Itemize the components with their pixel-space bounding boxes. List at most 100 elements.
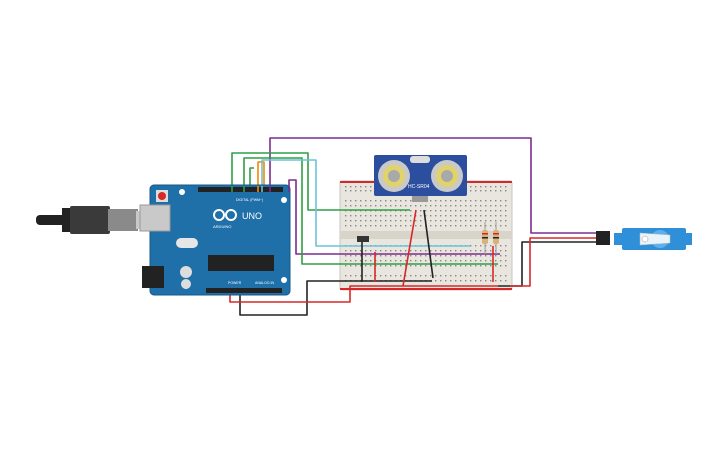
breadboard-hole[interactable]: [400, 255, 402, 257]
breadboard-hole[interactable]: [415, 265, 417, 267]
servo-horn-icon[interactable]: [639, 232, 671, 246]
breadboard-hole[interactable]: [435, 200, 437, 202]
breadboard-hole[interactable]: [505, 210, 507, 212]
breadboard-hole[interactable]: [355, 186, 357, 188]
breadboard-hole[interactable]: [495, 220, 497, 222]
breadboard-hole[interactable]: [500, 250, 502, 252]
breadboard-hole[interactable]: [375, 200, 377, 202]
breadboard-hole[interactable]: [485, 186, 487, 188]
reset-button[interactable]: [158, 192, 166, 200]
breadboard-hole[interactable]: [345, 265, 347, 267]
breadboard-hole[interactable]: [350, 275, 352, 277]
breadboard-hole[interactable]: [410, 250, 412, 252]
breadboard-hole[interactable]: [410, 265, 412, 267]
breadboard-hole[interactable]: [370, 255, 372, 257]
breadboard-hole[interactable]: [440, 280, 442, 282]
breadboard-hole[interactable]: [460, 275, 462, 277]
breadboard-hole[interactable]: [440, 215, 442, 217]
breadboard-hole[interactable]: [430, 250, 432, 252]
breadboard-hole[interactable]: [365, 190, 367, 192]
breadboard-hole[interactable]: [465, 220, 467, 222]
breadboard-hole[interactable]: [470, 275, 472, 277]
breadboard-hole[interactable]: [480, 215, 482, 217]
breadboard-hole[interactable]: [365, 225, 367, 227]
breadboard-hole[interactable]: [460, 205, 462, 207]
breadboard-hole[interactable]: [435, 250, 437, 252]
breadboard-hole[interactable]: [460, 220, 462, 222]
breadboard-hole[interactable]: [355, 190, 357, 192]
breadboard-hole[interactable]: [360, 220, 362, 222]
breadboard-hole[interactable]: [365, 220, 367, 222]
breadboard-hole[interactable]: [370, 205, 372, 207]
breadboard-hole[interactable]: [355, 220, 357, 222]
breadboard-hole[interactable]: [485, 280, 487, 282]
breadboard-hole[interactable]: [470, 210, 472, 212]
arduino-board[interactable]: ARDUINO UNO DIGITAL (PWM~) POWER ANALOG …: [139, 184, 291, 296]
breadboard-hole[interactable]: [430, 215, 432, 217]
breadboard-hole[interactable]: [505, 275, 507, 277]
breadboard-hole[interactable]: [490, 205, 492, 207]
breadboard-hole[interactable]: [435, 205, 437, 207]
breadboard-hole[interactable]: [430, 205, 432, 207]
breadboard-hole[interactable]: [380, 250, 382, 252]
breadboard-hole[interactable]: [470, 265, 472, 267]
breadboard-hole[interactable]: [475, 260, 477, 262]
breadboard-hole[interactable]: [345, 205, 347, 207]
breadboard-hole[interactable]: [505, 225, 507, 227]
breadboard-hole[interactable]: [390, 255, 392, 257]
breadboard-hole[interactable]: [455, 215, 457, 217]
breadboard-hole[interactable]: [450, 200, 452, 202]
breadboard-hole[interactable]: [365, 205, 367, 207]
breadboard-hole[interactable]: [440, 200, 442, 202]
breadboard-hole[interactable]: [495, 275, 497, 277]
breadboard-hole[interactable]: [475, 265, 477, 267]
breadboard-hole[interactable]: [445, 250, 447, 252]
breadboard-hole[interactable]: [420, 265, 422, 267]
breadboard-hole[interactable]: [365, 275, 367, 277]
breadboard-hole[interactable]: [500, 205, 502, 207]
breadboard-hole[interactable]: [455, 205, 457, 207]
breadboard-hole[interactable]: [375, 215, 377, 217]
breadboard-hole[interactable]: [345, 260, 347, 262]
breadboard-hole[interactable]: [470, 186, 472, 188]
breadboard-hole[interactable]: [385, 220, 387, 222]
breadboard-hole[interactable]: [380, 260, 382, 262]
breadboard-hole[interactable]: [350, 260, 352, 262]
breadboard-hole[interactable]: [350, 186, 352, 188]
breadboard-hole[interactable]: [400, 215, 402, 217]
breadboard-hole[interactable]: [435, 265, 437, 267]
breadboard-hole[interactable]: [465, 210, 467, 212]
breadboard-hole[interactable]: [495, 255, 497, 257]
breadboard-hole[interactable]: [370, 260, 372, 262]
breadboard-hole[interactable]: [450, 210, 452, 212]
breadboard-hole[interactable]: [470, 280, 472, 282]
slide-switch[interactable]: [357, 236, 369, 242]
breadboard-hole[interactable]: [405, 200, 407, 202]
breadboard-hole[interactable]: [440, 250, 442, 252]
breadboard-hole[interactable]: [480, 190, 482, 192]
breadboard-hole[interactable]: [410, 275, 412, 277]
breadboard-hole[interactable]: [400, 265, 402, 267]
breadboard-hole[interactable]: [410, 255, 412, 257]
breadboard-hole[interactable]: [475, 210, 477, 212]
breadboard-hole[interactable]: [500, 280, 502, 282]
breadboard-hole[interactable]: [485, 245, 487, 247]
breadboard-hole[interactable]: [440, 220, 442, 222]
breadboard-hole[interactable]: [465, 200, 467, 202]
breadboard-hole[interactable]: [450, 265, 452, 267]
breadboard-hole[interactable]: [470, 205, 472, 207]
breadboard-hole[interactable]: [475, 250, 477, 252]
breadboard-hole[interactable]: [365, 265, 367, 267]
breadboard-hole[interactable]: [475, 186, 477, 188]
breadboard-hole[interactable]: [485, 200, 487, 202]
breadboard-hole[interactable]: [385, 200, 387, 202]
breadboard-hole[interactable]: [390, 260, 392, 262]
breadboard-hole[interactable]: [450, 225, 452, 227]
breadboard-hole[interactable]: [470, 220, 472, 222]
breadboard-hole[interactable]: [380, 205, 382, 207]
breadboard-hole[interactable]: [415, 275, 417, 277]
breadboard-hole[interactable]: [470, 225, 472, 227]
breadboard-hole[interactable]: [435, 225, 437, 227]
breadboard-hole[interactable]: [505, 280, 507, 282]
breadboard-hole[interactable]: [495, 260, 497, 262]
